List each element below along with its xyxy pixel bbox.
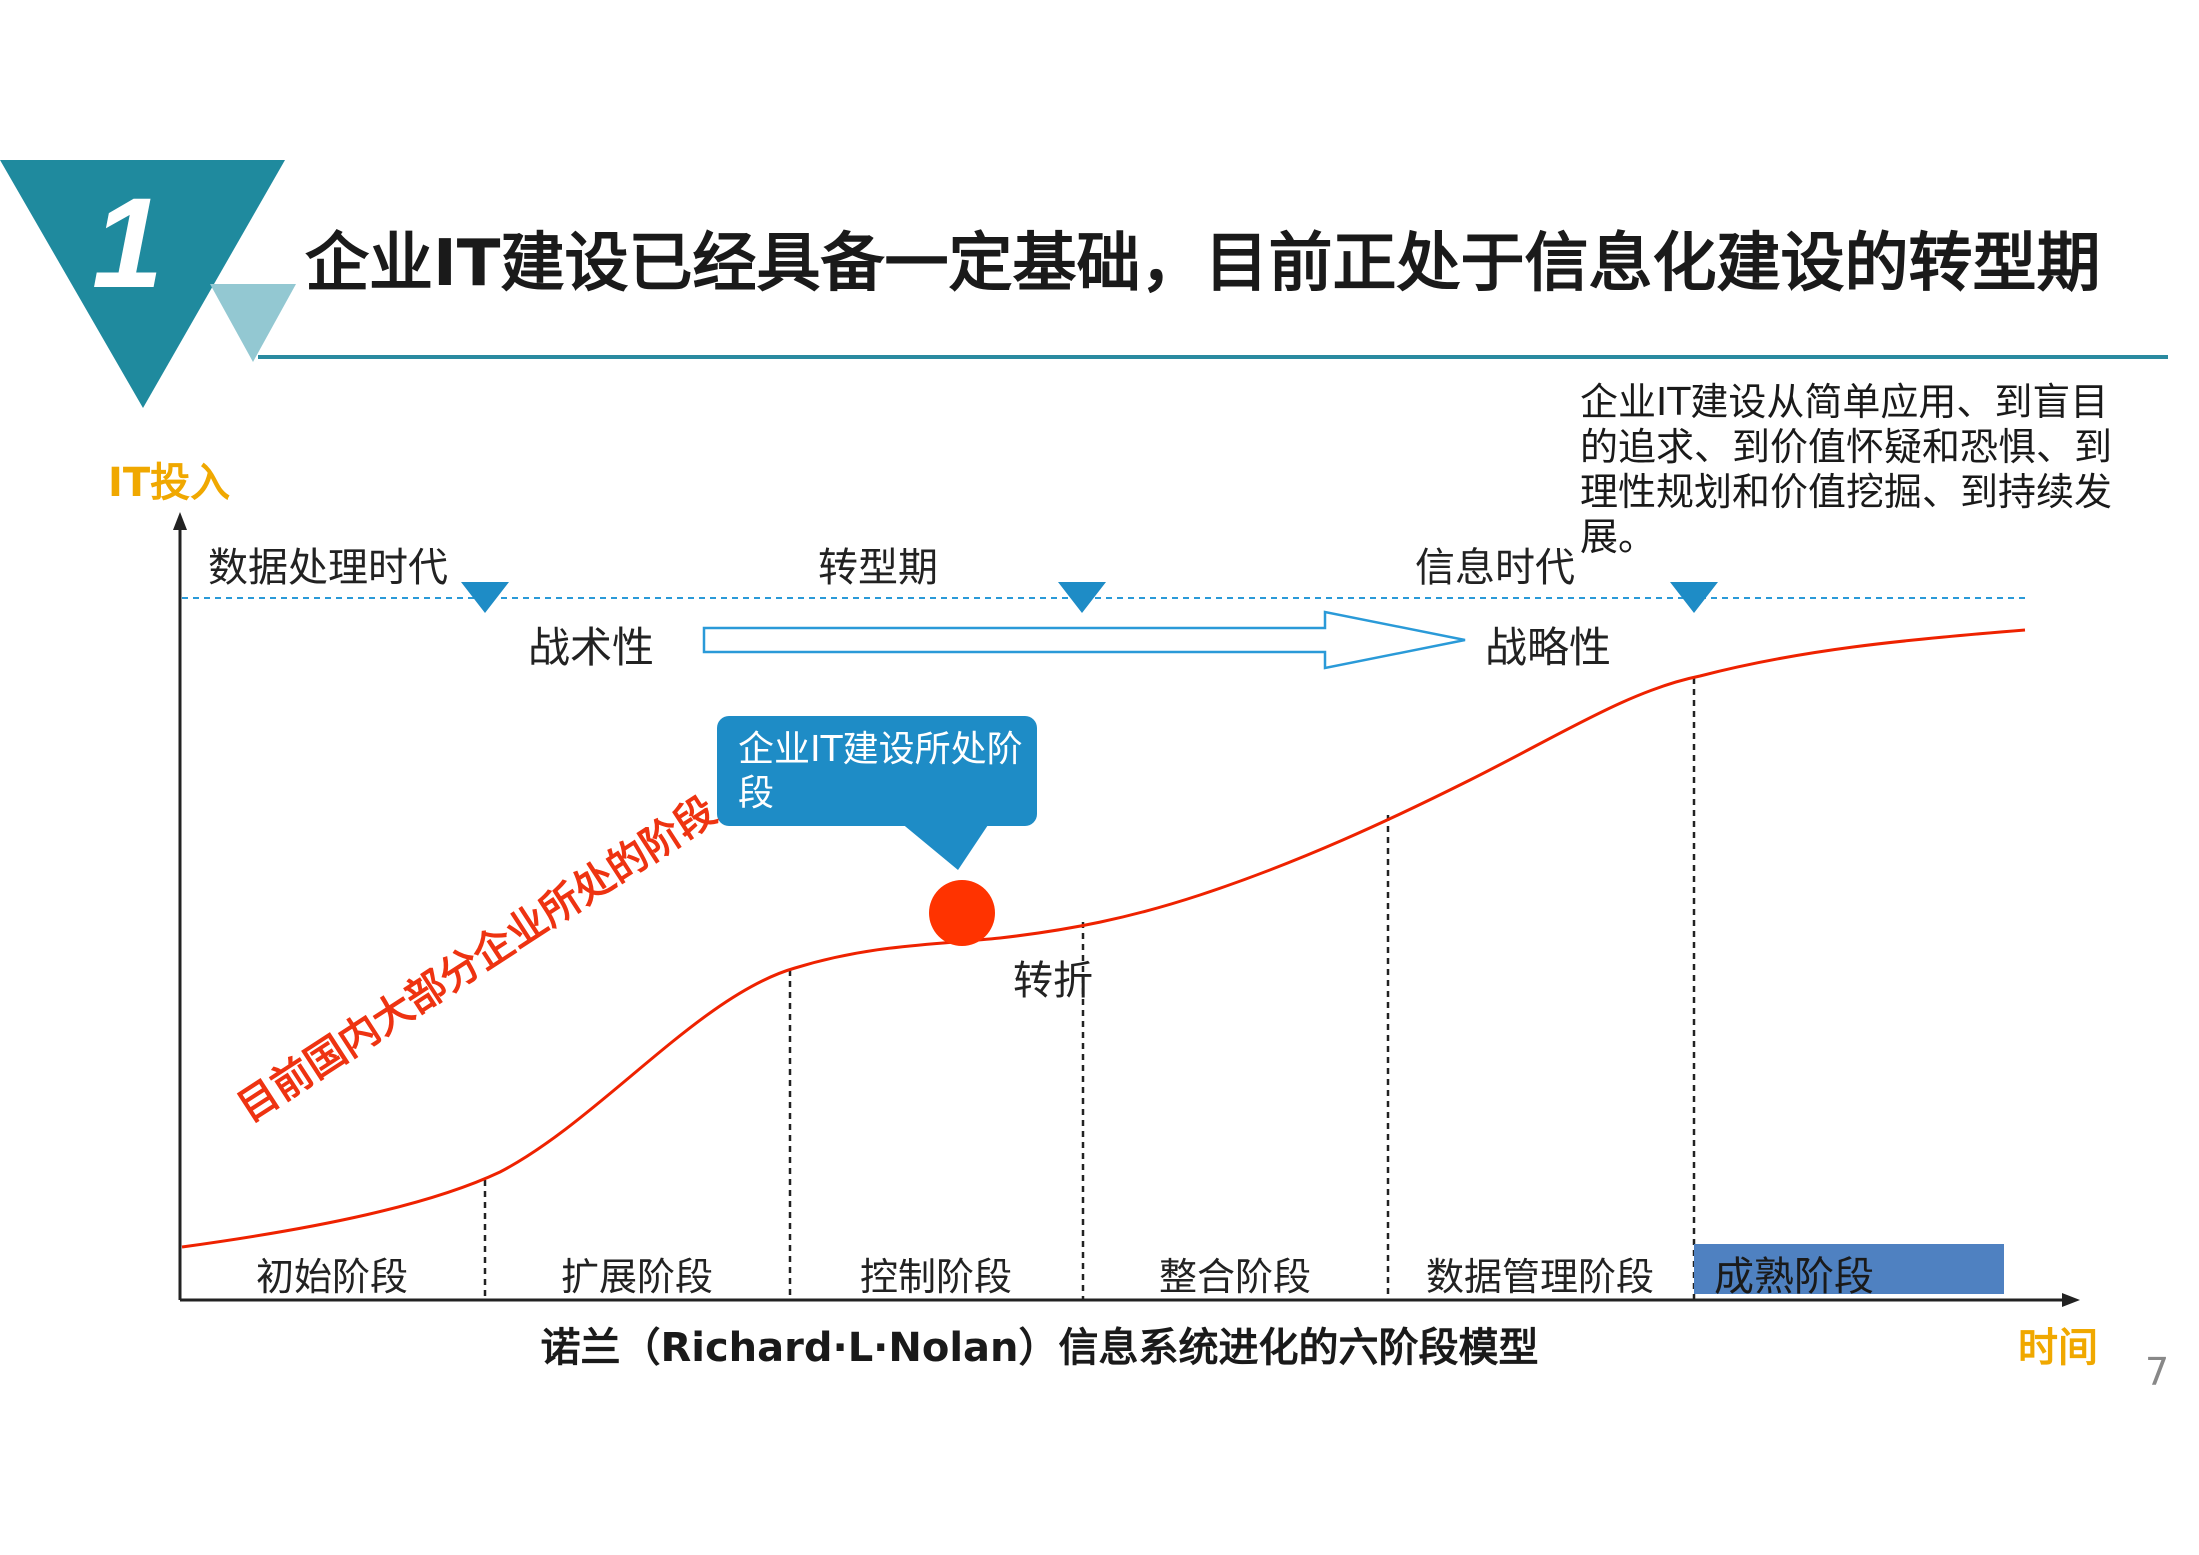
stage-initial: 初始阶段 bbox=[255, 1255, 408, 1299]
page-title: 企业IT建设已经具备一定基础，目前正处于信息化建设的转型期 bbox=[305, 227, 2101, 301]
x-axis-label: 时间 bbox=[2018, 1325, 2098, 1371]
nature-strategic: 战略性 bbox=[1485, 623, 1612, 672]
section-number: 1 bbox=[92, 172, 164, 315]
page-number: 7 bbox=[2145, 1350, 2170, 1394]
badge-triangle-small bbox=[210, 284, 296, 362]
era-label-information: 信息时代 bbox=[1415, 545, 1575, 591]
era-label-data-processing: 数据处理时代 bbox=[208, 545, 448, 591]
current-position-dot bbox=[929, 880, 995, 946]
stage-mature: 成熟阶段 bbox=[1714, 1254, 1874, 1300]
y-axis-arrow bbox=[173, 512, 187, 530]
stage-control: 控制阶段 bbox=[859, 1255, 1012, 1299]
turning-point-label: 转折 bbox=[1013, 958, 1093, 1004]
callout-text: 企业IT建设所处阶段 bbox=[738, 729, 1023, 814]
stage-mature-highlight bbox=[1694, 1244, 2004, 1294]
era-marker-1 bbox=[461, 582, 509, 613]
era-marker-3 bbox=[1670, 582, 1718, 613]
badge-triangle-large bbox=[0, 160, 285, 408]
stage-data-management: 数据管理阶段 bbox=[1425, 1255, 1654, 1299]
nolan-curve bbox=[181, 628, 2026, 1249]
tactical-strategic-arrow bbox=[702, 610, 1466, 670]
nature-tactical: 战术性 bbox=[528, 623, 655, 672]
stage-integration: 整合阶段 bbox=[1158, 1255, 1311, 1299]
x-axis-arrow bbox=[2062, 1293, 2080, 1307]
era-marker-2 bbox=[1058, 582, 1106, 613]
era-label-transition: 转型期 bbox=[818, 545, 938, 591]
callout-pointer bbox=[900, 822, 990, 870]
diagram-caption: 诺兰（Richard·L·Nolan）信息系统进化的六阶段模型 bbox=[540, 1325, 1539, 1371]
title-underline bbox=[258, 355, 2168, 359]
y-axis-label: IT投入 bbox=[108, 460, 231, 506]
side-note: 企业IT建设从简单应用、到盲目的追求、到价值怀疑和恐惧、到理性规划和价值挖掘、到… bbox=[1580, 380, 2113, 559]
callout-box bbox=[717, 716, 1037, 826]
stage-expansion: 扩展阶段 bbox=[560, 1255, 713, 1299]
